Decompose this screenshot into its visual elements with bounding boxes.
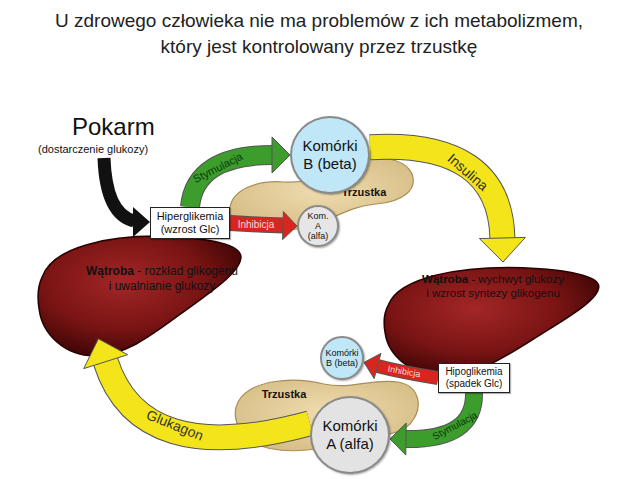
arrow-head (479, 237, 525, 262)
food-label: Pokarm (72, 114, 155, 140)
arrow-head (364, 353, 381, 378)
beta-cell-circle: Komórki B (beta) (320, 336, 364, 380)
alpha-cell-circle: Komórki A (alfa) (310, 396, 390, 474)
food-arrow-head (133, 207, 150, 237)
node-text: Komórki B (beta) (325, 348, 358, 368)
liver-shape: Wątroba- wychwyt glukozy i wzrost syntez… (382, 262, 602, 378)
arrow-label: Inhibicja (238, 220, 275, 230)
food-arrow-band (104, 158, 134, 221)
node-text: Kom. A (alfa) (307, 211, 328, 241)
beta-cell-circle: Komórki B (beta) (290, 116, 370, 194)
liver-outline (36, 230, 244, 358)
node-heading: Wątroba (422, 273, 468, 285)
node-label-block: Wątroba- wychwyt glukozy i wzrost syntez… (420, 272, 566, 300)
node-text: Hipoglikemia (spadek Glc) (445, 366, 502, 389)
liver-body (38, 236, 241, 356)
node-heading: Wątroba (86, 264, 134, 278)
node-text: Komórki A (alfa) (322, 417, 377, 452)
alpha-cell-circle: Kom. A (alfa) (297, 205, 339, 247)
condition-box: Hiperglikemia (wzrost Glc) (150, 207, 230, 239)
node-label-block: Hipoglikemia (spadek Glc) (440, 366, 508, 390)
node-label-block: Komórki B (beta) (324, 348, 360, 368)
node-label-block: Hiperglikemia (wzrost Glc) (152, 210, 228, 236)
node-text: Hiperglikemia (wzrost Glc) (157, 210, 224, 235)
node-label-block: Komórki A (alfa) (319, 417, 381, 453)
food-note: (dostarczenie glukozy) (38, 143, 148, 155)
arrow-head (272, 137, 290, 173)
condition-box: Hipoglikemia (spadek Glc) (438, 363, 510, 393)
node-text: Komórki B (beta) (302, 137, 357, 172)
arrow-outline (106, 362, 310, 438)
liver-body (384, 268, 599, 376)
node-text: Trzustka (262, 388, 307, 400)
hormone-arrow (84, 339, 310, 438)
node-label-block: Trzustka (254, 388, 314, 401)
diagram-title: U zdrowego człowieka nie ma problemów z … (39, 8, 599, 60)
node-label-block: Wątroba- rozkład glikogenu i uwalnianie … (84, 264, 240, 294)
liver-shape: Wątroba- rozkład glikogenu i uwalnianie … (36, 230, 244, 358)
arrow-band (106, 362, 310, 438)
node-label-block: Kom. A (alfa) (305, 211, 331, 241)
node-label-block: Komórki B (beta) (299, 137, 361, 173)
